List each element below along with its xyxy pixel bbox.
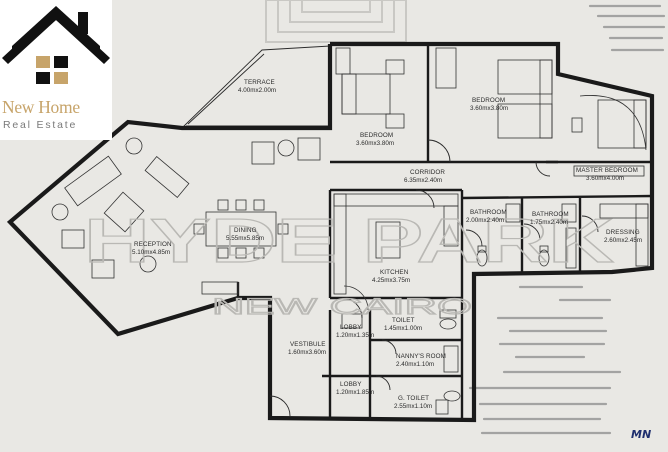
bathroom-fixtures xyxy=(476,203,649,269)
vestibule-size: 1.60mx3.60m xyxy=(288,349,326,356)
dressing-size: 2.60mx2.45m xyxy=(604,237,642,244)
nanny-room-size: 2.40mx1.10m xyxy=(396,361,434,368)
corridor-name: CORRIDOR xyxy=(410,169,445,176)
bedroom-1-furniture xyxy=(335,47,405,129)
master-bedroom-furniture xyxy=(573,95,647,177)
reception-size: 5.10mx4.85m xyxy=(132,249,170,256)
watermark-line2: NEW CAIRO xyxy=(212,294,472,319)
dining-size: 5.55mx5.85m xyxy=(226,235,264,242)
handwritten-signature: MN xyxy=(631,428,652,441)
lobby-1-size: 1.20mx1.35m xyxy=(336,332,374,339)
terrace-name: TERRACE xyxy=(244,79,275,86)
lobby-1-name: LOBBY xyxy=(340,324,362,331)
bedroom-1-name: BEDROOM xyxy=(360,132,393,139)
margin-text xyxy=(468,4,666,435)
bathroom-2-size: 1.75mx2.40m xyxy=(530,219,568,226)
service-fixtures xyxy=(341,309,461,415)
watermark: HYDE PARK NEW CAIRO xyxy=(83,206,615,319)
room-labels: TERRACE 4.00mx2.00m BEDROOM 3.60mx3.80m … xyxy=(132,79,642,410)
lobby-2-name: LOBBY xyxy=(340,381,362,388)
terrace-size: 4.00mx2.00m xyxy=(238,87,276,94)
kitchen-name: KITCHEN xyxy=(380,269,409,276)
bathroom-1-name: BATHROOM xyxy=(470,209,507,216)
vestibule-name: VESTIBULE xyxy=(290,341,326,348)
bedroom-2-size: 3.60mx3.80m xyxy=(470,105,508,112)
outer-walls xyxy=(6,41,655,423)
watermark-line1: HYDE PARK xyxy=(84,207,614,276)
bedroom-1-size: 3.60mx3.80m xyxy=(356,140,394,147)
kitchen-size: 4.25mx3.75m xyxy=(372,277,410,284)
g-toilet-name: G. TOILET xyxy=(398,395,429,402)
reception-name: RECEPTION xyxy=(134,241,172,248)
toilet-size: 1.45mx1.00m xyxy=(384,325,422,332)
lobby-2-size: 1.20mx1.85m xyxy=(336,389,374,396)
kitchen-counters xyxy=(333,193,459,311)
brand-logo: New Home Real Estate xyxy=(0,0,112,140)
interior-walls xyxy=(236,44,653,420)
dining-table xyxy=(193,199,289,295)
brand-tagline: Real Estate xyxy=(3,119,78,131)
master-bedroom-size: 3.60mx4.00m xyxy=(586,175,624,182)
master-bedroom-name: MASTER BEDROOM xyxy=(576,167,638,174)
dining-name: DINING xyxy=(234,227,257,234)
nanny-room-name: NANNY'S ROOM xyxy=(396,353,446,360)
bedroom-2-name: BEDROOM xyxy=(472,97,505,104)
toilet-name: TOILET xyxy=(392,317,415,324)
reception-furniture xyxy=(51,137,321,279)
house-logo-icon xyxy=(2,6,110,90)
bathroom-2-name: BATHROOM xyxy=(532,211,569,218)
corridor-size: 6.35mx2.40m xyxy=(404,177,442,184)
dressing-name: DRESSING xyxy=(606,229,640,236)
bathroom-1-size: 2.00mx2.40m xyxy=(466,217,504,224)
brand-name: New Home xyxy=(2,97,80,117)
bedroom-2-furniture xyxy=(435,47,583,139)
g-toilet-size: 2.55mx1.10m xyxy=(394,403,432,410)
